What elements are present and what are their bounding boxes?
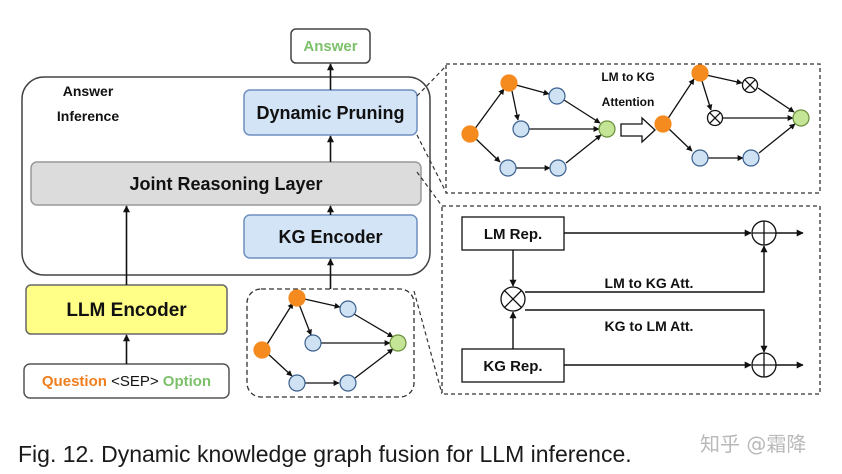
knowledge-graph-after-nodes bbox=[654, 64, 810, 167]
dynamic-pruning-label: Dynamic Pruning bbox=[256, 103, 404, 123]
kg-edge bbox=[515, 84, 550, 96]
knowledge-graph-before-nodes bbox=[461, 74, 616, 177]
joint-reasoning-layer-label: Joint Reasoning Layer bbox=[129, 174, 322, 194]
lm-rep-box bbox=[461, 216, 565, 251]
kg-edge bbox=[354, 348, 394, 379]
lm-to-kg-attention-line2: Attention bbox=[602, 95, 655, 109]
kg-node-orange bbox=[253, 341, 271, 359]
kg-node-orange bbox=[500, 74, 518, 92]
answer-inference-label-line2: Inference bbox=[57, 108, 119, 124]
kg-node-blue bbox=[288, 374, 306, 392]
kg-to-lm-att-label: KG to LM Att. bbox=[605, 318, 694, 334]
lm-rep-label: LM Rep. bbox=[484, 226, 542, 243]
kg-rep-label: KG Rep. bbox=[483, 358, 542, 375]
knowledge-graph-bottom-nodes bbox=[253, 289, 407, 392]
kg-edge bbox=[563, 99, 601, 124]
option-text: Option bbox=[163, 373, 211, 390]
kg-edge bbox=[666, 78, 695, 121]
kg-node-green bbox=[389, 334, 407, 352]
kg-node-orange bbox=[288, 289, 306, 307]
kg-edge bbox=[265, 302, 294, 347]
question-text: Question bbox=[42, 373, 107, 390]
answer-inference-label-line1: Answer bbox=[63, 83, 114, 99]
kg-edge bbox=[265, 351, 293, 377]
joint-reasoning-layer-box bbox=[30, 161, 422, 206]
attention-flow-arrows bbox=[509, 229, 804, 369]
kg-node-blue bbox=[742, 149, 760, 167]
knowledge-graph-bottom bbox=[265, 297, 394, 386]
knowledge-graph-after bbox=[666, 74, 796, 161]
kg-node-blue bbox=[339, 374, 357, 392]
kg-node-blue bbox=[304, 334, 322, 352]
arrow-kg-to-lm-att bbox=[525, 309, 768, 353]
add-icon bbox=[751, 220, 777, 246]
kg-node-green bbox=[598, 120, 616, 138]
kg-node-green bbox=[792, 109, 810, 127]
watermark: 知乎 @霜降 bbox=[700, 432, 807, 456]
kg-node-blue bbox=[512, 120, 530, 138]
kg-edge bbox=[473, 88, 505, 131]
kg-node-orange bbox=[691, 64, 709, 82]
kg-node-blue bbox=[339, 300, 357, 318]
multiply-icon bbox=[500, 286, 526, 312]
connector-dashed bbox=[413, 290, 443, 395]
kg-node-blue bbox=[499, 159, 517, 177]
kg-node-orange bbox=[654, 115, 672, 133]
kg-edge bbox=[701, 80, 713, 111]
lm-to-kg-att-label: LM to KG Att. bbox=[605, 275, 694, 291]
kg-edge bbox=[667, 127, 693, 152]
connector-dashed bbox=[416, 171, 443, 207]
knowledge-graph-before bbox=[473, 84, 602, 171]
pruned-node-icon bbox=[706, 109, 724, 127]
kg-node-blue bbox=[548, 87, 566, 105]
kg-node-blue bbox=[691, 149, 709, 167]
answer-label: Answer bbox=[303, 38, 357, 55]
kg-edge bbox=[705, 74, 743, 85]
kg-node-orange bbox=[461, 125, 479, 143]
figure-caption: Fig. 12. Dynamic knowledge graph fusion … bbox=[18, 441, 632, 467]
kg-edge bbox=[758, 123, 796, 154]
kg-edge bbox=[474, 137, 501, 163]
llm-encoder-label: LLM Encoder bbox=[66, 300, 187, 321]
sep-text: <SEP> bbox=[107, 373, 163, 390]
kg-encoder-label: KG Encoder bbox=[278, 227, 382, 247]
add-icon bbox=[751, 352, 777, 378]
kg-edge bbox=[353, 313, 394, 338]
kg-edge bbox=[565, 134, 602, 164]
kg-edge bbox=[511, 90, 520, 121]
connector-dashed bbox=[416, 134, 447, 193]
hollow-arrow-icon bbox=[620, 116, 656, 144]
kg-edge bbox=[299, 297, 341, 309]
pruned-node-icon bbox=[741, 76, 759, 94]
lm-to-kg-attention-line1: LM to KG bbox=[601, 70, 654, 84]
kg-edge bbox=[298, 303, 312, 336]
input-label: Question <SEP> Option bbox=[42, 373, 211, 390]
kg-edge bbox=[757, 87, 795, 113]
kg-node-blue bbox=[549, 159, 567, 177]
arrow-lm-to-kg-att bbox=[525, 245, 768, 293]
answer-box bbox=[290, 28, 371, 64]
